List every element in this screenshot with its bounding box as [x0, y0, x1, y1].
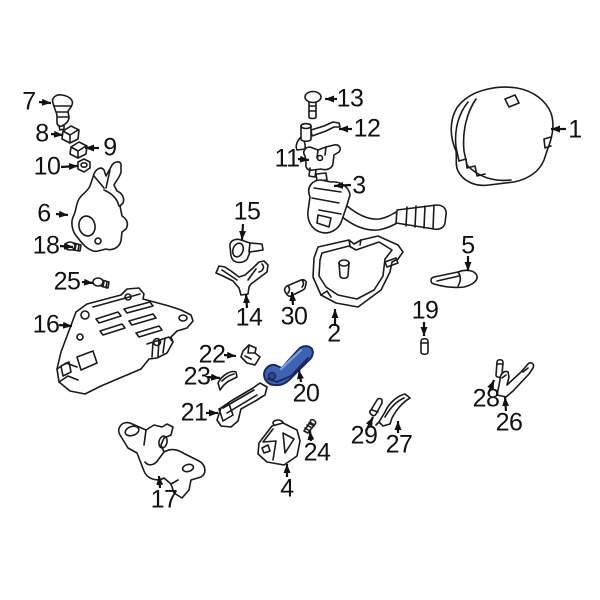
part-label-4[interactable]: 4 — [280, 474, 294, 503]
part-label-13[interactable]: 13 — [336, 84, 364, 113]
arrow-to-part-10 — [60, 163, 79, 171]
part-label-18[interactable]: 18 — [32, 231, 60, 260]
part-label-3[interactable]: 3 — [352, 171, 366, 200]
part-11-drawing[interactable] — [303, 144, 341, 178]
part-label-1[interactable]: 1 — [568, 115, 582, 144]
part-label-29[interactable]: 29 — [350, 421, 378, 450]
part-20-drawing-highlighted[interactable] — [263, 345, 314, 387]
part-9-drawing[interactable] — [69, 141, 88, 159]
part-23-drawing[interactable] — [217, 370, 238, 391]
part-label-16[interactable]: 16 — [32, 310, 60, 339]
arrow-to-part-28 — [487, 379, 496, 393]
arrow-to-part-11 — [297, 155, 310, 163]
part-26-drawing[interactable] — [496, 361, 535, 398]
part-29-drawing[interactable] — [369, 397, 383, 417]
part-label-17[interactable]: 17 — [150, 485, 178, 514]
part-label-19[interactable]: 19 — [411, 296, 439, 325]
arrow-to-part-24 — [307, 430, 315, 442]
part-6-drawing[interactable] — [71, 161, 129, 253]
part-label-6[interactable]: 6 — [37, 199, 51, 228]
arrow-to-part-20 — [297, 369, 304, 383]
part-label-27[interactable]: 27 — [385, 430, 413, 459]
part-label-9[interactable]: 9 — [103, 133, 117, 162]
arrow-to-part-23 — [207, 373, 221, 381]
part-label-14[interactable]: 14 — [235, 303, 263, 332]
part-label-21[interactable]: 21 — [180, 398, 208, 427]
part-label-25[interactable]: 25 — [53, 267, 81, 296]
part-label-15[interactable]: 15 — [233, 197, 261, 226]
part-19-drawing[interactable] — [420, 337, 429, 356]
arrow-to-part-30 — [289, 291, 297, 306]
leader-arrows — [38, 95, 566, 489]
part-2-drawing[interactable] — [312, 235, 404, 308]
arrow-to-part-7 — [38, 98, 52, 106]
part-label-10[interactable]: 10 — [33, 152, 61, 181]
part-4-drawing[interactable] — [257, 419, 301, 466]
arrow-to-part-8 — [50, 130, 64, 138]
part-14-drawing[interactable] — [215, 260, 269, 296]
part-27-drawing[interactable] — [375, 393, 411, 427]
part-label-22[interactable]: 22 — [198, 340, 226, 369]
part-label-24[interactable]: 24 — [303, 438, 331, 467]
part-16-drawing[interactable] — [56, 287, 194, 395]
arrow-to-part-29 — [365, 416, 374, 432]
part-label-8[interactable]: 8 — [35, 119, 49, 148]
part-5-drawing[interactable] — [430, 269, 478, 289]
arrow-to-part-26 — [502, 396, 510, 412]
part-label-20[interactable]: 20 — [292, 379, 320, 408]
part-label-12[interactable]: 12 — [353, 114, 381, 143]
part-label-28[interactable]: 28 — [472, 384, 500, 413]
part-24-drawing[interactable] — [303, 418, 317, 434]
part-8-drawing[interactable] — [61, 125, 80, 144]
arrow-to-part-22 — [223, 351, 237, 359]
part-7-drawing[interactable] — [51, 94, 74, 131]
arrow-to-part-3 — [333, 181, 352, 189]
arrow-to-part-6 — [55, 210, 69, 218]
part-label-30[interactable]: 30 — [280, 302, 308, 331]
part-30-drawing[interactable] — [283, 278, 307, 298]
part-label-11[interactable]: 11 — [274, 144, 300, 173]
part-label-5[interactable]: 5 — [461, 231, 475, 260]
part-3-drawing[interactable] — [307, 172, 447, 234]
part-13-drawing[interactable] — [304, 90, 322, 120]
arrow-to-part-17 — [156, 475, 164, 489]
arrow-to-part-16 — [58, 321, 73, 329]
part-22-drawing[interactable] — [240, 344, 261, 366]
arrow-to-part-18 — [59, 242, 74, 250]
part-label-7[interactable]: 7 — [22, 87, 36, 116]
arrow-to-part-14 — [243, 293, 251, 309]
part-1-drawing[interactable] — [450, 86, 554, 187]
arrow-to-part-25 — [81, 278, 94, 286]
part-label-23[interactable]: 23 — [183, 362, 211, 391]
part-10-drawing[interactable] — [77, 158, 91, 173]
part-21-drawing[interactable] — [216, 382, 268, 428]
arrow-to-part-15 — [239, 223, 247, 241]
part-25-drawing[interactable] — [92, 277, 110, 289]
part-label-2[interactable]: 2 — [327, 319, 341, 348]
part-15-drawing[interactable] — [229, 238, 264, 264]
part-label-26[interactable]: 26 — [495, 408, 523, 437]
